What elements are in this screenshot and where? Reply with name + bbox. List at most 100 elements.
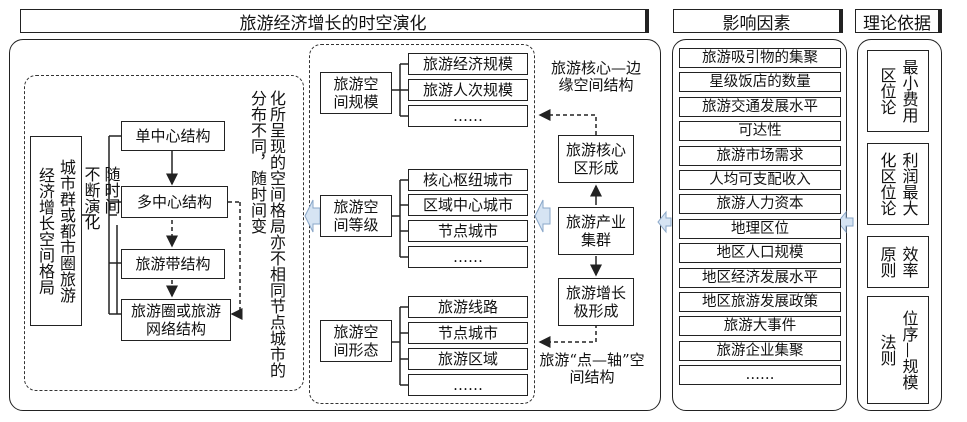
group-item-text: 旅游人次规模 (422, 81, 513, 99)
group-item: 旅游人次规模 (408, 79, 528, 101)
group-label: 旅游空间等级 (333, 198, 379, 234)
factor-item: 地区人口规模 (679, 243, 841, 264)
point-axis-label: 旅游“点—轴”空间结构 (534, 352, 650, 386)
group-item-text: 节点城市 (437, 324, 498, 342)
factor-item: 地区旅游发展政策 (679, 292, 841, 312)
left-dashed-region (24, 75, 304, 391)
header-evolution-text: 旅游经济增长的时空演化 (239, 13, 427, 34)
theory-panel (857, 39, 942, 411)
core-formation-text: 旅游核心区形成 (565, 141, 626, 177)
group-item-text: …… (453, 248, 483, 266)
factor-item: 地区经济发展水平 (679, 267, 841, 288)
factor-item: 星级饭店的数量 (679, 72, 841, 93)
group-label-scale: 旅游空间规模 (320, 72, 392, 114)
group-item-text: 旅游区域 (437, 350, 498, 368)
theory-text: 区位论 (877, 67, 897, 115)
factor-text: 旅游大事件 (723, 318, 797, 335)
header-factors-text: 影响因素 (722, 13, 791, 34)
factor-item: …… (679, 365, 841, 386)
stage-label: 多中心结构 (136, 193, 212, 211)
industry-cluster-box: 旅游产业集群 (558, 207, 634, 255)
growth-pole-box: 旅游增长极形成 (558, 278, 634, 326)
stage-single-center: 单中心结构 (121, 121, 225, 151)
evolution-note-text: 化所呈现的空间格局亦不相同节点城市的分布不同，随时间变 (248, 90, 286, 378)
factor-text: 旅游企业集聚 (716, 342, 804, 359)
theory-item: 利润最大化区位论 (867, 143, 929, 225)
process-label: 随时间 不断演化 (81, 166, 121, 296)
subject-col1: 城市群或都市圈旅游 (57, 159, 76, 303)
theory-item: 最小费用区位论 (867, 50, 929, 132)
theory-item: 效率原则 (867, 236, 929, 288)
factor-text: 地区人口规模 (716, 245, 804, 262)
subject-col2: 经济增长空间格局 (36, 167, 55, 295)
stage-multi-center: 多中心结构 (121, 186, 228, 218)
group-item-text: 旅游线路 (437, 298, 498, 316)
factor-text: 旅游吸引物的集聚 (702, 50, 818, 66)
core-periphery-text: 旅游核心—边缘空间结构 (550, 59, 641, 94)
factor-item: 旅游企业集聚 (679, 340, 841, 361)
group-item: 旅游经济规模 (408, 53, 528, 75)
group-item: 区域中心城市 (408, 194, 528, 216)
factor-item: 旅游市场需求 (679, 145, 841, 166)
factor-item: 旅游吸引物的集聚 (679, 48, 841, 68)
factor-item: 旅游交通发展水平 (679, 96, 841, 117)
group-label-form: 旅游空间形态 (320, 320, 392, 362)
factor-text: 旅游交通发展水平 (702, 98, 818, 115)
theory-text: 法则 (877, 334, 897, 366)
growth-pole-text: 旅游增长极形成 (565, 284, 626, 320)
process-col1: 随时间 (101, 166, 121, 214)
theory-text: 效率 (899, 246, 919, 278)
factor-text: 地区旅游发展政策 (702, 294, 818, 310)
header-theory: 理论依据 (855, 9, 942, 34)
theory-text: 利润最大 (899, 152, 919, 216)
group-item: 核心枢纽城市 (408, 169, 528, 191)
group-item: 节点城市 (408, 220, 528, 242)
factor-text: 可达性 (738, 123, 782, 140)
stage-label: 单中心结构 (135, 127, 211, 145)
group-item-text: 核心枢纽城市 (422, 171, 513, 189)
factor-text: …… (745, 367, 775, 384)
factor-item: 可达性 (679, 121, 841, 142)
group-item-text: 旅游经济规模 (422, 55, 513, 73)
factor-text: 地区经济发展水平 (702, 269, 818, 286)
group-item: …… (408, 246, 528, 268)
industry-cluster-text: 旅游产业集群 (565, 213, 626, 249)
group-label: 旅游空间规模 (333, 75, 379, 111)
theory-text: 化区位论 (877, 152, 897, 216)
header-evolution: 旅游经济增长的时空演化 (20, 9, 649, 34)
factor-text: 地理区位 (731, 220, 789, 237)
theory-text: 最小费用 (899, 59, 919, 123)
core-formation-box: 旅游核心区形成 (558, 135, 634, 183)
group-item: …… (408, 105, 528, 127)
group-item-text: 节点城市 (437, 222, 498, 240)
group-item-text: 区域中心城市 (422, 196, 513, 214)
factor-item: 地理区位 (679, 218, 841, 239)
header-theory-text: 理论依据 (863, 13, 931, 34)
group-item: …… (408, 374, 528, 396)
group-item-text: …… (453, 376, 483, 394)
process-col2: 不断演化 (81, 166, 101, 230)
evolution-note: 化所呈现的空间格局亦不相同节点城市的分布不同，随时间变 (248, 90, 298, 380)
group-item-text: …… (453, 107, 483, 125)
factor-item: 旅游大事件 (679, 316, 841, 337)
factor-text: 旅游市场需求 (716, 147, 804, 164)
group-item: 节点城市 (408, 322, 528, 344)
subject-box: 城市群或都市圈旅游 经济增长空间格局 (30, 136, 82, 326)
stage-tourism-circle-network: 旅游圈或旅游网络结构 (121, 299, 231, 341)
theory-item: 位序—规模法则 (867, 296, 929, 404)
stage-label: 旅游带结构 (135, 255, 211, 273)
core-periphery-label: 旅游核心—边缘空间结构 (544, 60, 648, 94)
group-item: 旅游区域 (408, 348, 528, 370)
group-item: 旅游线路 (408, 296, 528, 318)
factor-text: 旅游人力资本 (716, 196, 804, 213)
theory-text: 原则 (877, 246, 897, 278)
group-label: 旅游空间形态 (333, 323, 379, 359)
stage-tourism-belt: 旅游带结构 (121, 249, 225, 279)
header-factors: 影响因素 (673, 9, 843, 34)
group-label-rank: 旅游空间等级 (320, 195, 392, 237)
factor-text: 人均可支配收入 (709, 172, 811, 188)
factor-item: 人均可支配收入 (679, 170, 841, 190)
stage-label: 旅游圈或旅游网络结构 (130, 302, 221, 338)
factor-text: 星级饭店的数量 (709, 74, 811, 91)
theory-text: 位序—规模 (899, 310, 919, 390)
